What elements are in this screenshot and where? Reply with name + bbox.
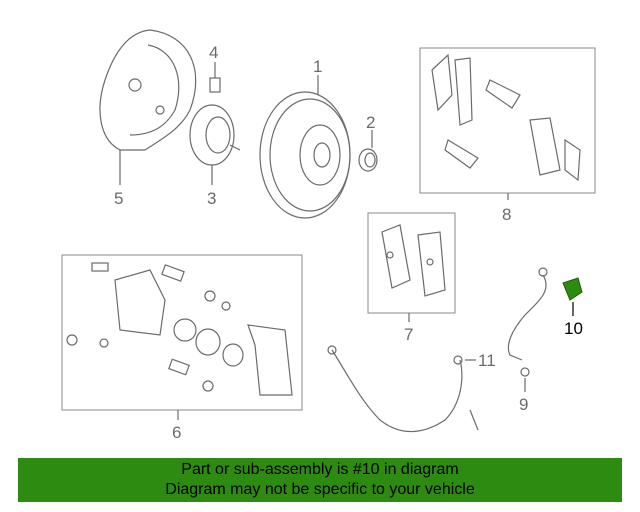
callout-4: 4	[209, 43, 218, 62]
callout-6: 6	[172, 423, 181, 442]
banner-line-2: Diagram may not be specific to your vehi…	[165, 481, 475, 498]
box-6	[61, 254, 303, 411]
pad-hardware-part	[431, 53, 581, 182]
box-7	[367, 212, 456, 314]
info-banner: Part or sub-assembly is #10 in diagram D…	[18, 458, 622, 502]
callout-10: 10	[564, 319, 583, 338]
dust-shield-part	[99, 29, 197, 151]
callout-11: 11	[478, 351, 496, 370]
box-8	[419, 47, 596, 194]
callout-7: 7	[404, 325, 413, 344]
brake-pads-part	[381, 224, 446, 297]
bolt-part	[209, 62, 221, 93]
callout-1: 1	[313, 57, 322, 76]
seal-part	[358, 148, 378, 172]
caliper-part	[66, 262, 293, 396]
callout-9: 9	[519, 395, 528, 414]
banner-line-1: Part or sub-assembly is #10 in diagram	[181, 461, 459, 478]
callout-5: 5	[114, 189, 123, 208]
abs-sensor-wire-part	[327, 345, 479, 433]
hub-part	[189, 104, 241, 166]
hose-clip-part-highlighted	[562, 277, 583, 301]
callout-2: 2	[366, 113, 375, 132]
brake-hose-part	[507, 267, 548, 377]
rotor-part	[259, 91, 351, 219]
callout-3: 3	[207, 189, 216, 208]
callout-8: 8	[502, 205, 511, 224]
